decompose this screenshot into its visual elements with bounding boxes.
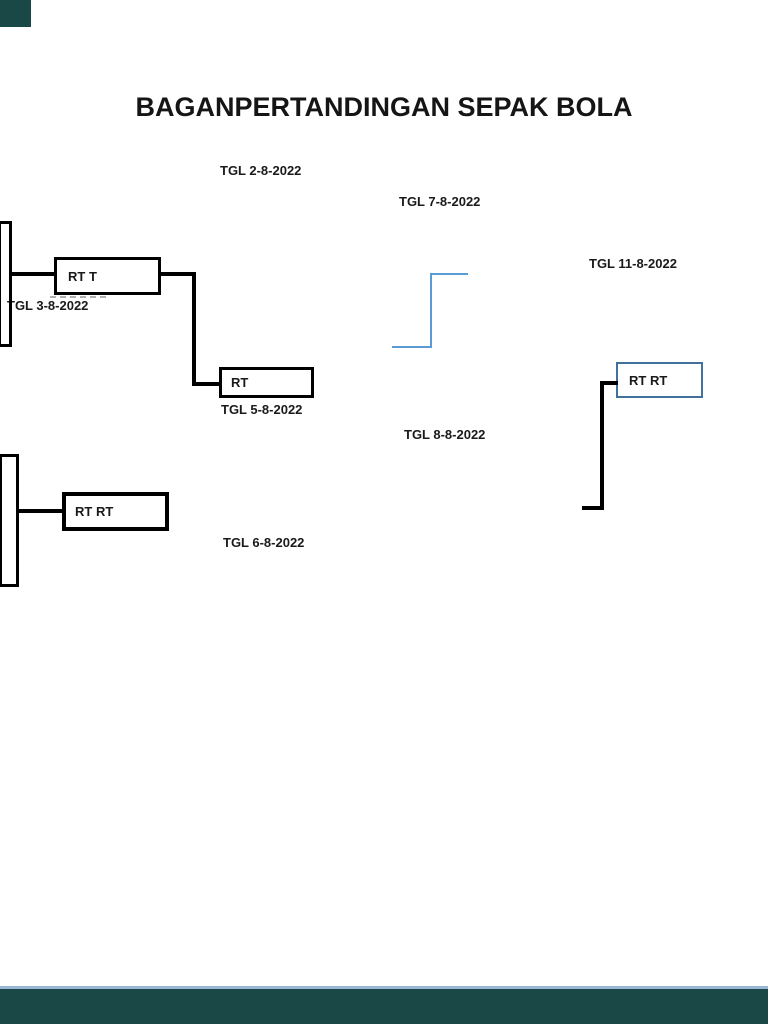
connector-line (16, 509, 63, 513)
smudge-artifact (50, 296, 106, 298)
connector-line (159, 272, 196, 276)
connector-line (582, 506, 604, 510)
bracket-box-clipped-bottom (0, 454, 19, 587)
bracket-box-final-top: RT (219, 367, 314, 398)
bracket-box-semifinal-top: RT T (54, 257, 161, 295)
viewer-background-corner (0, 0, 31, 27)
bracket-box-clipped-top (0, 221, 12, 347)
date-label-round2-mid: TGL 5-8-2022 (221, 402, 303, 417)
connector-line (9, 272, 56, 276)
date-label-round1-match3: TGL 6-8-2022 (223, 535, 305, 550)
connector-line (192, 382, 221, 386)
date-label-round2-bottom: TGL 8-8-2022 (404, 427, 486, 442)
page-bottom-edge-line (0, 986, 768, 989)
connector-line (600, 381, 618, 385)
connector-line (192, 272, 196, 386)
viewer-background-bottom-bar (0, 989, 768, 1024)
step-connector-top (430, 273, 468, 275)
date-label-round1-match1: TGL 2-8-2022 (220, 163, 302, 178)
date-label-final: TGL 11-8-2022 (589, 256, 677, 271)
date-label-round1-match2: TGL 3-8-2022 (7, 298, 89, 313)
bracket-box-semifinal-bottom: RT RT (62, 492, 169, 531)
step-connector-bottom (392, 346, 432, 348)
connector-line (600, 381, 604, 510)
page-title: BAGANPERTANDINGAN SEPAK BOLA (135, 92, 633, 122)
bracket-box-champion: RT RT (616, 362, 703, 398)
step-connector-vertical (430, 273, 432, 348)
date-label-round2-top: TGL 7-8-2022 (399, 194, 481, 209)
